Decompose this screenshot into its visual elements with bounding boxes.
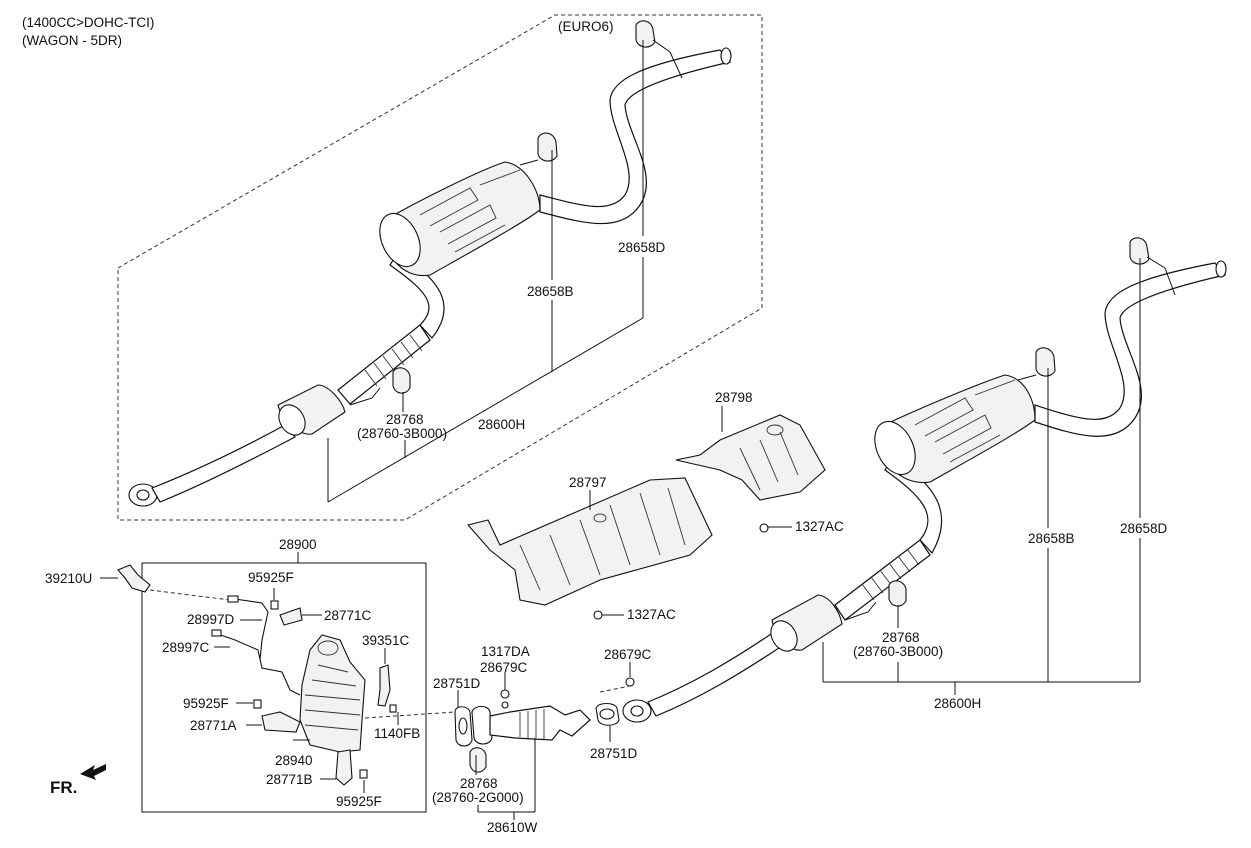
- label-28751D-b: 28751D: [590, 746, 638, 761]
- label-28679C-a: 28679C: [480, 660, 528, 675]
- label-95925F-b: 95925F: [183, 696, 229, 711]
- label-95925F-c: 95925F: [336, 794, 382, 809]
- cat-to-gasket-dashline: [364, 711, 456, 719]
- label-28760-3B000-top: (28760-3B000): [357, 426, 447, 441]
- label-28610W: 28610W: [487, 820, 538, 835]
- label-28658B-right: 28658B: [1028, 531, 1075, 546]
- front-pipe-28610W[interactable]: [471, 705, 591, 745]
- label-28600H-right: 28600H: [934, 696, 981, 711]
- front-arrow-icon: [80, 764, 106, 780]
- label-39210U: 39210U: [45, 571, 92, 586]
- label-39351C: 39351C: [362, 633, 410, 648]
- label-1327AC-b: 1327AC: [627, 607, 676, 622]
- hanger-rubber-28768-bottom[interactable]: [469, 747, 487, 773]
- front-direction-indicator: FR.: [50, 764, 106, 797]
- hanger-rubber-28658D-right[interactable]: [1129, 237, 1176, 296]
- label-1317DA: 1317DA: [481, 644, 530, 659]
- label-28771C: 28771C: [324, 608, 372, 623]
- label-28798: 28798: [715, 390, 753, 405]
- sensor-28997C[interactable]: [211, 629, 301, 696]
- nut-28679C-b-dashline: [599, 685, 631, 693]
- bracket-28771A[interactable]: [261, 711, 301, 733]
- nut-1317DA[interactable]: [500, 689, 510, 699]
- euro6-label: (EURO6): [558, 19, 614, 34]
- label-28900: 28900: [279, 537, 317, 552]
- label-28768-right: 28768: [882, 630, 920, 645]
- label-1327AC-a: 1327AC: [795, 519, 844, 534]
- front-direction-label: FR.: [50, 778, 77, 797]
- bolt-95925F-a[interactable]: [270, 588, 279, 610]
- euro6-variant-box: (EURO6): [117, 14, 763, 521]
- label-28768-top: 28768: [386, 412, 424, 427]
- bracket-28771C[interactable]: [279, 607, 303, 626]
- label-1140FB: 1140FB: [374, 726, 420, 741]
- header-body-type: (WAGON - 5DR): [22, 33, 122, 48]
- heat-shield-28797[interactable]: [466, 477, 713, 606]
- label-28771A: 28771A: [190, 718, 237, 733]
- gasket-28751D-b[interactable]: [595, 702, 620, 726]
- leader-28610W: [477, 738, 536, 820]
- label-28940: 28940: [275, 753, 313, 768]
- bracket-39351C[interactable]: [377, 664, 391, 707]
- label-28679C-b: 28679C: [604, 647, 652, 662]
- bolt-95925F-c[interactable]: [359, 769, 368, 779]
- bolt-95925F-b[interactable]: [253, 699, 262, 709]
- catalytic-converter-28940[interactable]: [299, 634, 366, 753]
- hanger-rubber-28768-right[interactable]: [844, 580, 907, 621]
- hanger-rubber-28658B-top[interactable]: [519, 132, 558, 166]
- nut-1327AC-a[interactable]: [759, 523, 769, 533]
- label-28997D: 28997D: [187, 612, 235, 627]
- heat-shield-28798[interactable]: [675, 414, 826, 501]
- label-28658D-top: 28658D: [618, 240, 666, 255]
- label-95925F-a: 95925F: [248, 570, 294, 585]
- sensor-28997D[interactable]: [227, 595, 269, 661]
- nut-28679C-a[interactable]: [501, 701, 509, 709]
- label-28771B: 28771B: [266, 772, 313, 787]
- catalytic-converter-group-box: [141, 562, 427, 813]
- bracket-28771B[interactable]: [335, 749, 353, 786]
- hanger-rubber-28768-top[interactable]: [349, 367, 411, 406]
- nut-28679C-b[interactable]: [625, 677, 635, 687]
- label-28797: 28797: [569, 475, 607, 490]
- label-28768-bottom: 28768: [460, 776, 498, 791]
- leaders-top: [327, 40, 644, 503]
- label-28997C: 28997C: [162, 640, 210, 655]
- gasket-28751D-a[interactable]: [454, 706, 473, 747]
- hanger-rubber-28658B-right[interactable]: [1017, 347, 1056, 381]
- label-28760-3B000-right: (28760-3B000): [853, 644, 943, 659]
- muffler-assembly-28600H[interactable]: [622, 260, 1227, 723]
- euro6-muffler-assembly-28600H[interactable]: [128, 47, 732, 507]
- leaders-right: [822, 258, 1141, 695]
- nut-1327AC-b[interactable]: [593, 610, 603, 620]
- label-28751D-a: 28751D: [433, 676, 481, 691]
- label-28760-2G000: (28760-2G000): [432, 790, 524, 805]
- label-28658D-right: 28658D: [1120, 521, 1168, 536]
- header-engine-spec: (1400CC>DOHC-TCI): [22, 15, 154, 30]
- label-28658B-top: 28658B: [527, 284, 574, 299]
- bolt-1140FB[interactable]: [389, 704, 397, 713]
- oxygen-sensor-39210U[interactable]: [117, 564, 231, 601]
- hanger-rubber-28658D-top[interactable]: [635, 20, 683, 79]
- label-28600H-top: 28600H: [478, 417, 525, 432]
